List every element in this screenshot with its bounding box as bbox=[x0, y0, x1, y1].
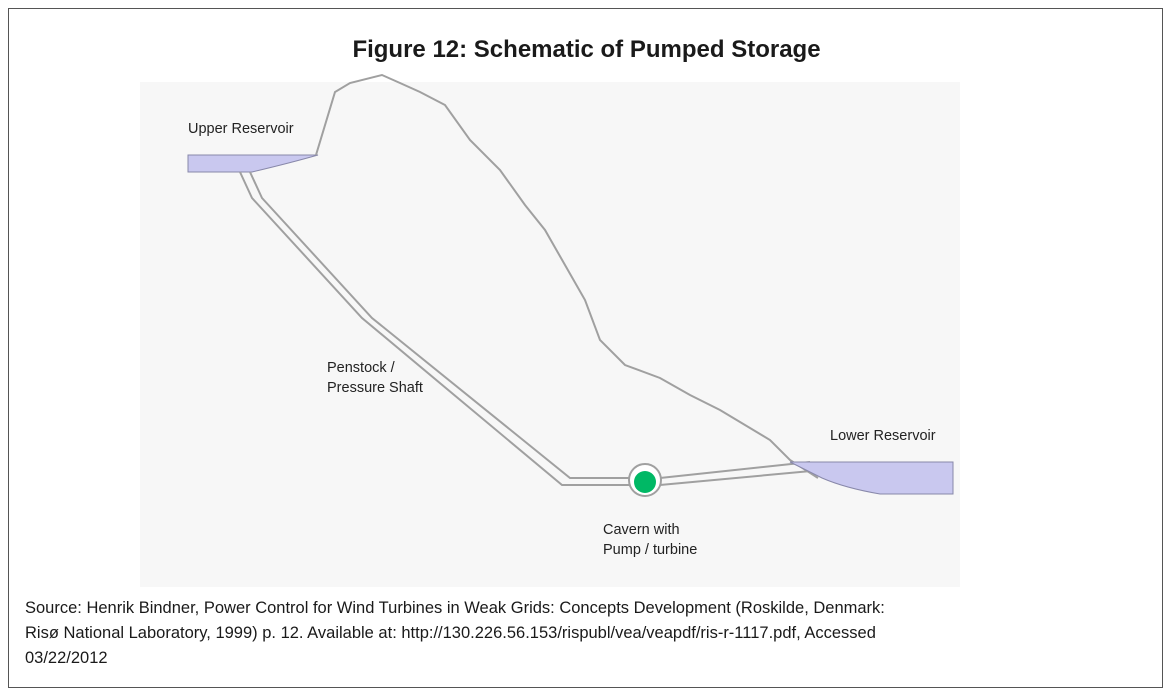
pump-turbine-icon bbox=[634, 471, 656, 493]
penstock-label-line1: Penstock / bbox=[327, 360, 396, 376]
penstock-label-line2: Pressure Shaft bbox=[327, 380, 423, 396]
penstock-outer-line bbox=[239, 171, 630, 486]
mountain-outline bbox=[315, 73, 819, 479]
upper-reservoir-label: Upper Reservoir bbox=[188, 121, 294, 137]
source-line-1: Source: Henrik Bindner, Power Control fo… bbox=[25, 599, 885, 617]
figure-title: Figure 12: Schematic of Pumped Storage bbox=[352, 36, 821, 63]
upper-reservoir-water bbox=[187, 154, 319, 173]
lower-reservoir-label: Lower Reservoir bbox=[830, 428, 936, 444]
cavern-label-line2: Pump / turbine bbox=[603, 542, 697, 558]
source-line-3: 03/22/2012 bbox=[25, 649, 108, 667]
cavern-label-line1: Cavern with bbox=[603, 522, 680, 538]
tailrace-upper-line bbox=[659, 461, 811, 479]
lower-reservoir-water bbox=[789, 461, 954, 495]
tailrace-lower-line bbox=[659, 469, 823, 486]
penstock-inner-line bbox=[249, 171, 630, 479]
source-line-2: Risø National Laboratory, 1999) p. 12. A… bbox=[25, 624, 876, 642]
source-citation: Source: Henrik Bindner, Power Control fo… bbox=[25, 596, 1135, 671]
